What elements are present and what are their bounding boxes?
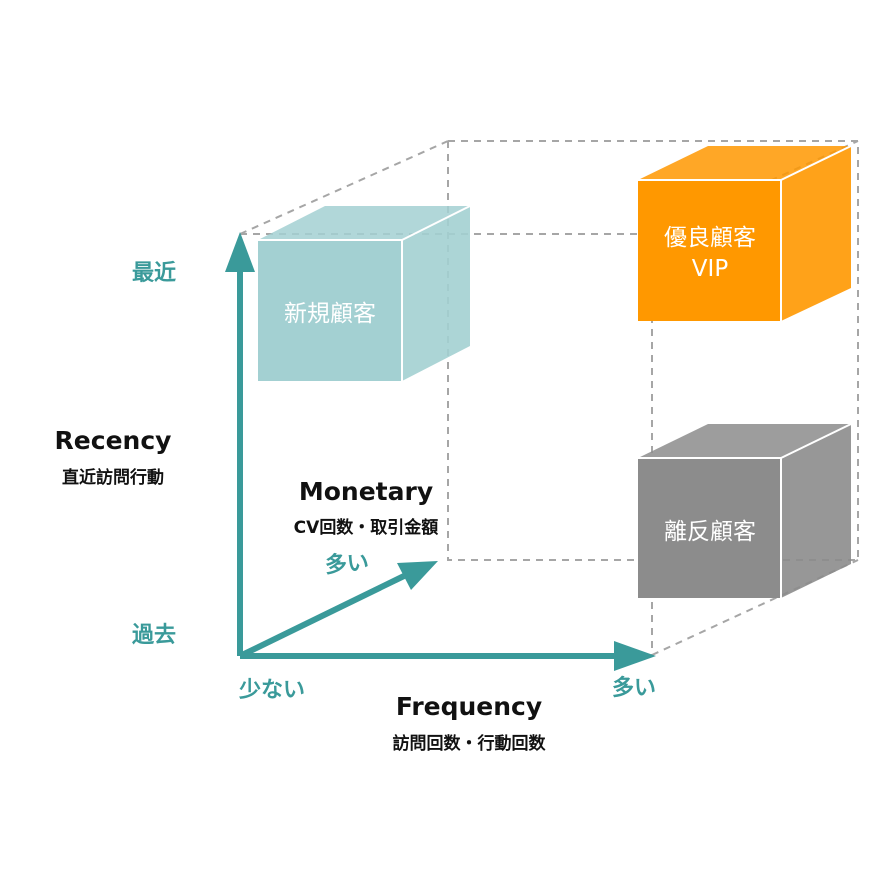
axes bbox=[225, 232, 656, 671]
guide-back-face bbox=[447, 140, 859, 561]
vip-cube-front bbox=[638, 180, 781, 321]
lapsed-label: 離反顧客 bbox=[664, 519, 756, 545]
monetary-high-label: 多い bbox=[324, 550, 370, 579]
recency-low-label: 過去 bbox=[131, 623, 177, 648]
frequency-title: Frequency bbox=[395, 692, 543, 721]
new-customer-cube bbox=[258, 205, 471, 381]
lapsed-cube-front bbox=[638, 458, 781, 598]
new-customer-label: 新規顧客 bbox=[284, 301, 376, 327]
new-cube-front bbox=[258, 240, 402, 381]
recency-arrow-head bbox=[225, 232, 255, 272]
recency-subtitle: 直近訪問行動 bbox=[62, 468, 164, 488]
vip-label-line1: 優良顧客 bbox=[664, 225, 756, 251]
vip-label: 優良顧客 VIP bbox=[664, 223, 756, 285]
frequency-arrow-head bbox=[614, 641, 656, 671]
monetary-subtitle: CV回数・取引金額 bbox=[293, 518, 439, 538]
frequency-subtitle: 訪問回数・行動回数 bbox=[392, 734, 546, 754]
frequency-low-label: 少ない bbox=[238, 678, 306, 703]
recency-high-label: 最近 bbox=[131, 261, 177, 286]
vip-cube-side bbox=[781, 146, 851, 321]
recency-title: Recency bbox=[54, 426, 172, 455]
vip-cube bbox=[638, 145, 852, 321]
lapsed-cube-side bbox=[781, 424, 851, 598]
monetary-title: Monetary bbox=[298, 477, 434, 506]
monetary-arrow-head bbox=[397, 561, 438, 590]
lapsed-cube bbox=[638, 423, 852, 598]
new-cube-side bbox=[402, 206, 470, 381]
vip-label-line2: VIP bbox=[691, 256, 729, 283]
monetary-axis-line bbox=[238, 573, 406, 659]
frequency-high-label: 多い bbox=[611, 676, 657, 701]
